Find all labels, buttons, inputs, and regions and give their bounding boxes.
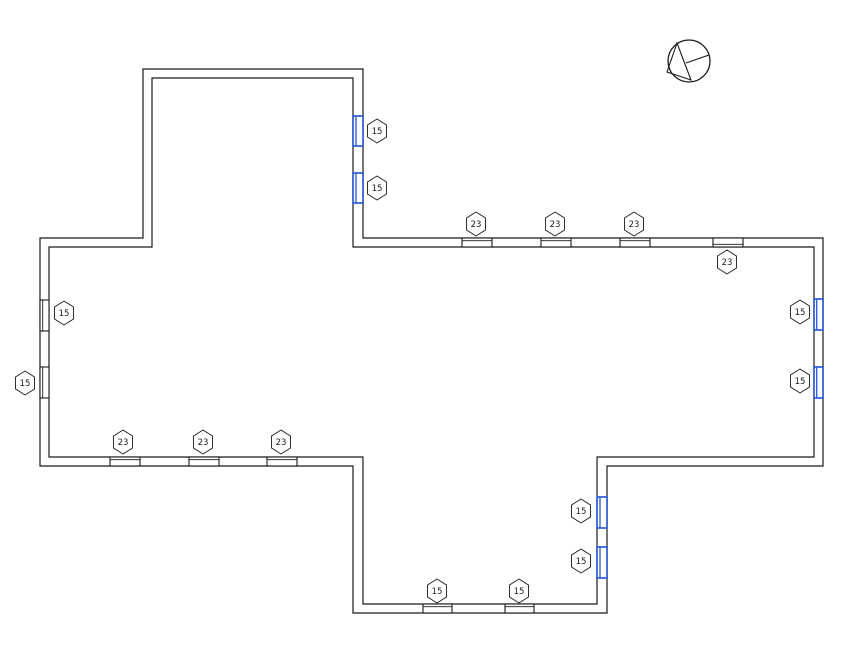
tag-hexagon[interactable] [271,429,291,455]
window-tag[interactable]: 15 [509,578,529,604]
window-tag[interactable]: 23 [271,429,291,455]
window-frame[interactable] [109,456,141,467]
tag-hexagon[interactable] [571,498,591,524]
window-tag[interactable]: 23 [193,429,213,455]
window-frame[interactable] [266,456,298,467]
window-tag[interactable]: 15 [427,578,447,604]
window-frame[interactable] [712,237,744,248]
tag-hexagon[interactable] [367,118,387,144]
tag-label: 15 [372,127,383,137]
tag-hexagon[interactable] [624,211,644,237]
window-frame[interactable] [813,298,824,331]
tag-label: 15 [576,557,587,567]
tag-hexagon[interactable] [15,370,35,396]
tag-label: 15 [795,377,806,387]
window-frame[interactable] [596,496,608,529]
window-symbol-type-15[interactable] [39,299,50,332]
north-arrow[interactable] [666,39,711,83]
window-symbol-type-15[interactable] [813,298,824,331]
window-frame[interactable] [352,172,364,204]
window-tag[interactable]: 23 [545,211,565,237]
tag-hexagon[interactable] [466,211,486,237]
tag-label: 15 [372,184,383,194]
tag-label: 23 [722,258,733,268]
tag-label: 15 [59,309,70,319]
window-tag[interactable]: 15 [367,118,387,144]
window-frame[interactable] [596,546,608,579]
window-tag[interactable]: 15 [15,370,35,396]
tag-label: 23 [471,220,482,230]
window-frame[interactable] [39,299,50,332]
north-arrow-circle [667,39,711,83]
window-tag[interactable]: 15 [367,175,387,201]
window-frame[interactable] [461,237,493,248]
wall-outline-outer[interactable] [39,68,824,614]
tag-label: 23 [550,220,561,230]
tag-hexagon[interactable] [545,211,565,237]
tag-hexagon[interactable] [427,578,447,604]
tag-hexagon[interactable] [571,548,591,574]
tag-hexagon[interactable] [54,300,74,326]
window-symbol-type-23[interactable] [109,456,141,467]
window-symbol-type-15[interactable] [596,496,608,529]
window-symbol-type-23[interactable] [461,237,493,248]
window-frame[interactable] [422,603,453,614]
tag-hexagon[interactable] [717,249,737,275]
wall-outline-inner[interactable] [48,77,815,605]
window-tag[interactable]: 15 [571,548,591,574]
window-symbol-type-15[interactable] [596,546,608,579]
tag-label: 23 [198,438,209,448]
window-symbol-type-15[interactable] [813,366,824,399]
exterior-walls[interactable] [39,68,824,614]
window-tag[interactable]: 23 [624,211,644,237]
tag-label: 15 [514,587,525,597]
tag-hexagon[interactable] [509,578,529,604]
window-frame[interactable] [540,237,572,248]
window-frame[interactable] [619,237,651,248]
tag-label: 23 [118,438,129,448]
window-tag[interactable]: 23 [717,249,737,275]
window-frame[interactable] [504,603,535,614]
tag-hexagon[interactable] [193,429,213,455]
window-tag[interactable]: 15 [571,498,591,524]
tag-label: 23 [629,220,640,230]
tag-label: 15 [576,507,587,517]
window-symbol-type-23[interactable] [619,237,651,248]
tag-hexagon[interactable] [113,429,133,455]
window-symbol-type-15[interactable] [352,172,364,204]
window-symbol-type-23[interactable] [712,237,744,248]
window-symbol-type-23[interactable] [266,456,298,467]
window-symbol-type-23[interactable] [540,237,572,248]
window-symbol-type-15[interactable] [39,366,50,399]
window-symbol-type-23[interactable] [188,456,220,467]
window-tag[interactable]: 23 [466,211,486,237]
window-symbol-type-15[interactable] [422,603,453,614]
window-frame[interactable] [352,115,364,147]
window-tag[interactable]: 15 [54,300,74,326]
tag-label: 15 [432,587,443,597]
tag-label: 15 [20,379,31,389]
north-arrow-tail [685,54,710,64]
window-frame[interactable] [39,366,50,399]
window-symbol-type-15[interactable] [352,115,364,147]
window-tag[interactable]: 15 [790,299,810,325]
window-tag[interactable]: 23 [113,429,133,455]
window-tag[interactable]: 15 [790,368,810,394]
window-symbol-type-15[interactable] [504,603,535,614]
north-arrow-pointer [666,41,692,81]
tag-hexagon[interactable] [790,299,810,325]
window-frame[interactable] [813,366,824,399]
tag-hexagon[interactable] [790,368,810,394]
tag-label: 15 [795,308,806,318]
tag-hexagon[interactable] [367,175,387,201]
tag-label: 23 [276,438,287,448]
window-frame[interactable] [188,456,220,467]
